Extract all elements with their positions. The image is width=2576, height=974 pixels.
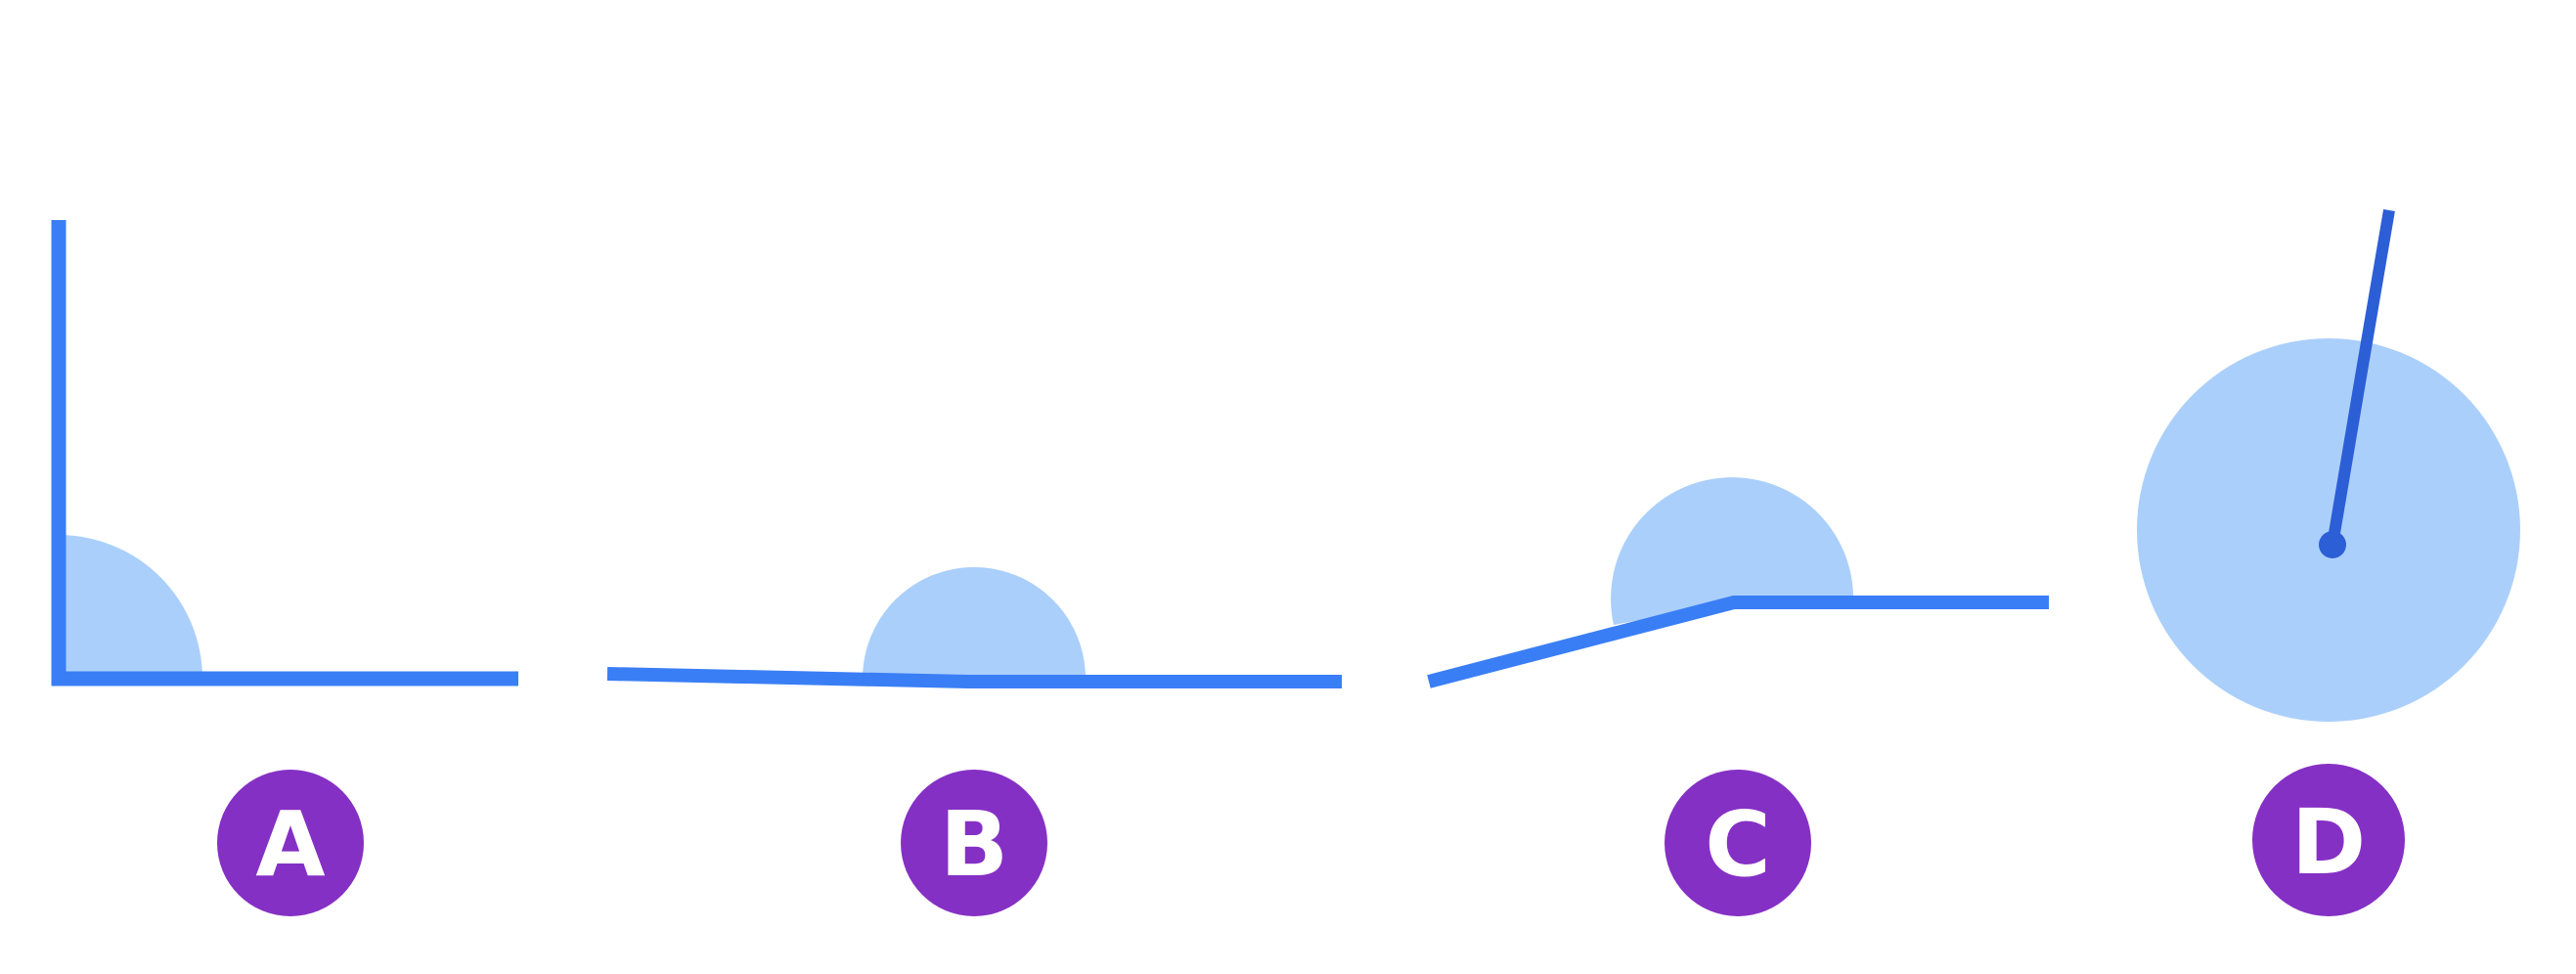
figure-d: D xyxy=(2137,208,2520,916)
figure-a-badge-label: A xyxy=(255,792,325,897)
figure-c-badge-label: C xyxy=(1705,792,1771,897)
figure-d-badge-circle xyxy=(2252,764,2405,916)
figure-d-angle-arc xyxy=(2137,338,2520,722)
figure-a-badge-circle xyxy=(217,770,364,916)
figure-b-badge-circle xyxy=(901,770,1047,916)
figure-c: C xyxy=(1427,477,2049,916)
figure-c-angle-arc xyxy=(1611,477,1854,625)
figure-b-angle-arc xyxy=(863,567,1086,679)
figure-c-badge: C xyxy=(1665,770,1811,916)
figure-a-angle-lines xyxy=(51,220,518,686)
figure-a-badge: A xyxy=(217,770,364,916)
figure-d-vertex-dot xyxy=(2319,531,2346,558)
figure-c-angle-lines xyxy=(1427,596,2049,688)
figure-b-angle-lines xyxy=(606,667,1342,688)
figure-b: B xyxy=(606,567,1342,916)
figure-b-badge: B xyxy=(901,770,1047,916)
figure-a-angle-arc xyxy=(59,535,202,679)
figure-a: A xyxy=(51,220,518,916)
figure-c-badge-circle xyxy=(1665,770,1811,916)
figure-d-angle-lines xyxy=(2327,208,2395,546)
figure-d-badge: D xyxy=(2252,764,2405,916)
figure-b-badge-label: B xyxy=(940,792,1008,897)
figure-d-badge-label: D xyxy=(2291,790,2366,895)
